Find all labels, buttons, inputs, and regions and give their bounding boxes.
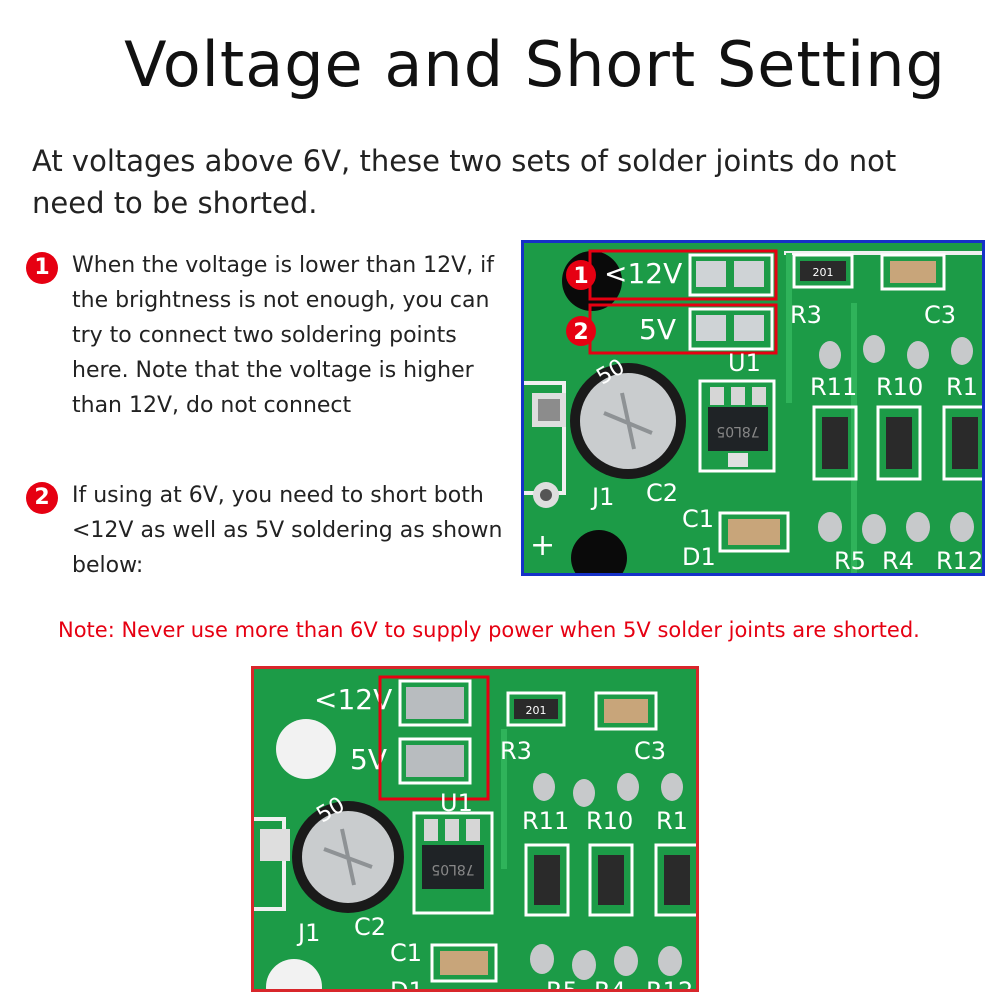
- mounting-hole: [276, 719, 336, 779]
- label-lt12v: <12V: [604, 257, 682, 290]
- label-c1: C1: [682, 505, 714, 533]
- label-r12: R12: [936, 547, 982, 573]
- label-r10: R10: [586, 807, 633, 835]
- pcb-illustration-top: 1 2 <12V 5V 201 R3 C3 U1 50 78L05: [524, 243, 982, 573]
- step-2-text: If using at 6V, you need to short both <…: [72, 483, 503, 578]
- pcb-photo-unshorted: 1 2 <12V 5V 201 R3 C3 U1 50 78L05: [521, 240, 985, 576]
- shorted-pad-5v: [406, 745, 464, 777]
- label-c2: C2: [354, 913, 386, 941]
- regulator-code: 78L05: [716, 423, 759, 439]
- label-r11: R11: [810, 373, 857, 401]
- mounting-hole: [571, 530, 627, 573]
- regulator-code: 78L05: [431, 861, 474, 877]
- label-plus: +: [530, 528, 555, 563]
- label-r12: R12: [646, 977, 693, 989]
- resistor-code: 201: [813, 266, 834, 279]
- label-r11: R11: [522, 807, 569, 835]
- label-u1: U1: [728, 349, 761, 377]
- label-r4: R4: [594, 977, 626, 989]
- label-c3: C3: [924, 301, 956, 329]
- warning-note: Note: Never use more than 6V to supply p…: [58, 618, 920, 642]
- regulator-chip: [708, 407, 768, 451]
- step-1-text: When the voltage is lower than 12V, if t…: [72, 253, 495, 418]
- step-1-number-badge: 1: [26, 252, 58, 284]
- marker-1-label: 1: [573, 264, 588, 289]
- label-d1: D1: [682, 543, 716, 571]
- label-j1: J1: [296, 919, 320, 947]
- label-r5: R5: [546, 977, 578, 989]
- marker-2-label: 2: [573, 320, 588, 345]
- page-title: Voltage and Short Setting: [124, 28, 946, 101]
- label-r5: R5: [834, 547, 866, 573]
- label-r3: R3: [790, 301, 822, 329]
- label-c3: C3: [634, 737, 666, 765]
- label-c1: C1: [390, 939, 422, 967]
- label-r4: R4: [882, 547, 914, 573]
- pcb-photo-shorted: <12V 5V 201 R3 C3 U1 50 78L05 R11: [251, 666, 699, 992]
- label-j1: J1: [590, 483, 614, 511]
- label-d1: D1: [390, 977, 424, 989]
- label-5v: 5V: [639, 313, 676, 346]
- regulator-chip: [422, 845, 484, 889]
- intro-text: At voltages above 6V, these two sets of …: [32, 144, 897, 220]
- shorted-pad-lt12v: [406, 687, 464, 719]
- label-c2: C2: [646, 479, 678, 507]
- label-r3: R3: [500, 737, 532, 765]
- label-r1: R1: [946, 373, 978, 401]
- pcb-illustration-bottom: <12V 5V 201 R3 C3 U1 50 78L05 R11: [254, 669, 696, 989]
- mounting-hole: [266, 959, 322, 989]
- label-r1: R1: [656, 807, 688, 835]
- label-r10: R10: [876, 373, 923, 401]
- highlight-box-shorted: [378, 675, 490, 801]
- step-2-number-badge: 2: [26, 482, 58, 514]
- resistor-code: 201: [526, 704, 547, 717]
- highlight-box-lt12v: [588, 249, 778, 301]
- highlight-box-5v: [588, 303, 778, 355]
